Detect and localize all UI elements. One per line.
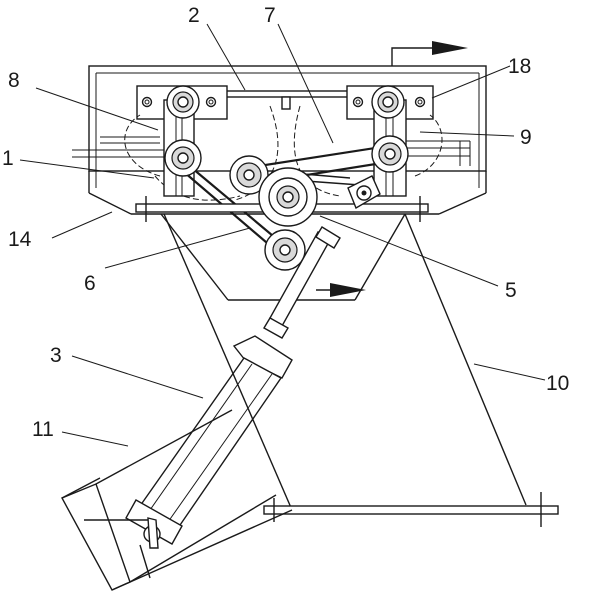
label-3: 3 [50,344,62,367]
label-9: 9 [520,126,532,149]
label-1: 1 [2,147,14,170]
wheel-right-top [371,85,405,119]
wheel-left-top [166,85,200,119]
wheel-center-small [229,155,269,195]
label-8: 8 [8,69,20,92]
label-5: 5 [505,279,517,302]
wheel-right-mid [371,135,409,173]
base-plate [263,492,559,527]
guide-rails [72,136,471,166]
cylinder-top-clevis [347,175,381,210]
hydraulic-cylinder [125,226,341,545]
cylinder-bottom-pivot [143,517,161,549]
label-11: 11 [32,418,54,441]
middle-arrow [316,283,366,297]
leader-lines [19,23,546,447]
label-2: 2 [188,4,200,27]
wheel-center-large [258,167,318,227]
wheel-left-mid [164,139,202,177]
top-arrow [391,41,468,66]
label-10: 10 [546,372,569,395]
label-14: 14 [8,228,32,251]
part-labels: 2 7 18 8 9 1 14 6 5 3 10 11 [2,4,569,441]
lower-bracket [61,409,293,591]
label-7: 7 [264,4,276,27]
label-18: 18 [508,55,531,78]
top-bar [207,90,349,110]
wheel-bottom [264,229,306,271]
label-6: 6 [84,272,96,295]
